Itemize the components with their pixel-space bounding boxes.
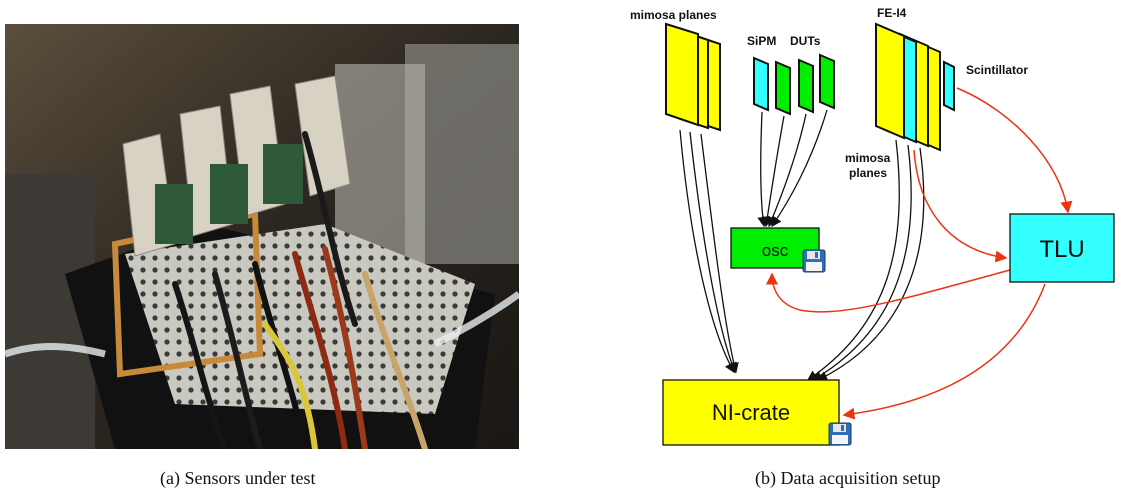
label-duts: DUTs bbox=[790, 34, 821, 48]
daq-diagram: mimosa planes SiPM DUTs FE-I4 Scintillat… bbox=[560, 0, 1125, 460]
fe-i4-mimosa-planes-right bbox=[875, 22, 941, 152]
scintillator-plane bbox=[943, 60, 955, 112]
osc-label: osc bbox=[762, 241, 789, 260]
save-disk-icon bbox=[828, 422, 852, 446]
label-mimosa-right-2: planes bbox=[849, 166, 887, 180]
ni-crate-label: NI-crate bbox=[712, 400, 790, 425]
ni-crate-box bbox=[662, 379, 840, 446]
label-mimosa-planes-top: mimosa planes bbox=[630, 8, 717, 22]
mimosa-planes-left bbox=[665, 22, 721, 132]
save-disk-icon bbox=[802, 249, 826, 273]
sipm-plane bbox=[753, 56, 769, 112]
tlu-box bbox=[1009, 213, 1115, 283]
dut-planes bbox=[775, 53, 835, 116]
label-scintillator: Scintillator bbox=[966, 63, 1028, 77]
label-fe-i4: FE-I4 bbox=[877, 6, 907, 20]
label-sipm: SiPM bbox=[747, 34, 776, 48]
caption-daq-diagram: (b) Data acquisition setup bbox=[755, 468, 941, 488]
label-mimosa-right-1: mimosa bbox=[845, 151, 891, 165]
sensors-photo bbox=[5, 24, 519, 449]
tlu-label: TLU bbox=[1039, 236, 1084, 263]
caption-sensors-photo: (a) Sensors under test bbox=[160, 468, 316, 488]
